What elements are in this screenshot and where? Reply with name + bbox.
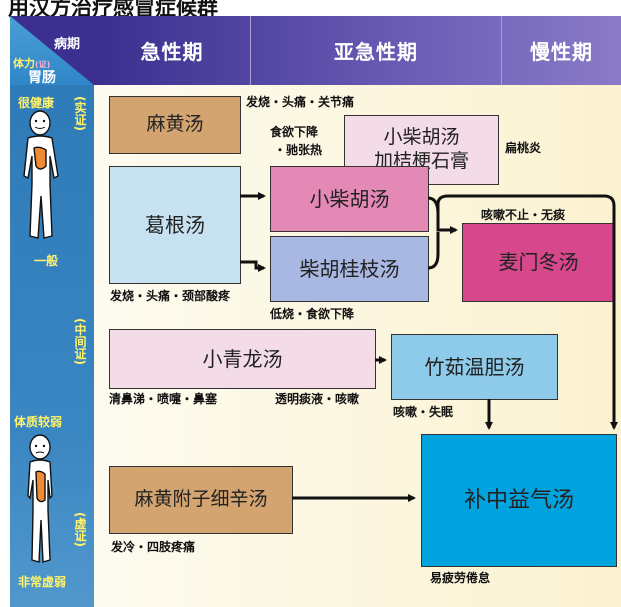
stage-subacute: 亚急性期 [334,40,418,64]
box-buzhong-yiqi-tang: 补中益气汤 [421,434,617,567]
label-weaker: 体质较弱 [14,415,63,429]
note-xiaoqinglong: 清鼻涕・喷嚏・鼻塞 [109,392,218,406]
stage-acute: 急性期 [140,40,204,64]
arrow-to-buzhong-right [436,194,618,430]
box-mahuang-fuzi-xixin-tang: 麻黄附子细辛汤 [109,466,293,534]
note-appetite-2: ・驰张热 [274,143,323,157]
label-middle: (中间证) [73,318,87,365]
label-very-healthy: 很健康 [18,96,55,110]
note-mahuang-fuzi: 发冷・四肢疼痛 [111,540,196,554]
weak-figure-icon [27,434,53,563]
box-mahuang-tang: 麻黄汤 [109,96,241,154]
note-tonsillitis: 扁桃炎 [505,141,542,155]
note-clear-phlegm: 透明痰液・咳嗽 [275,392,360,406]
page-title: 用汉方治疗感冒症候群 [8,0,218,20]
stomach-label: 胃肠 [28,70,56,86]
box-chaihu-guizhi-tang: 柴胡桂枝汤 [270,236,429,302]
label-very-weak: 非常虚弱 [18,575,67,589]
stage-label: 病期 [54,37,81,52]
note-fatigue: 易疲劳倦怠 [430,571,491,585]
label-excess: (实证) [73,96,87,131]
label-deficient: (虚证) [73,512,87,547]
note-cough-insomnia: 咳嗽・失眠 [393,405,454,419]
constitution-column [10,16,94,607]
note-appetite-1: 食欲下降 [270,125,319,139]
stage-divider [501,16,502,85]
box-zhuru-wendan-tang: 竹茹温胆汤 [391,334,558,400]
note-cough-no-phlegm: 咳嗽不止・无痰 [481,208,566,222]
note-gegen: 发烧・头痛・颈部酸疼 [110,289,231,303]
box-xiaoqinglong-tang: 小青龙汤 [109,329,376,389]
constitution-label: 体力(证) [13,57,51,70]
arrow-xiaochaihu-maimendong [427,196,458,234]
healthy-figure-icon [23,110,59,239]
stage-chronic: 慢性期 [530,40,593,64]
label-normal: 一般 [34,254,59,268]
arrow-chaihu-guizhi-join [427,232,440,270]
box-maimendong-tang: 麦门冬汤 [462,223,615,302]
note-low-fever: 低烧・食欲下降 [270,307,355,321]
stage-header [94,16,621,85]
box-xiaochaihu-jiejie-line1: 小柴胡汤 [383,126,460,149]
arrow-gegen-chaihu-guizhi [240,260,266,272]
stage-divider [250,16,251,85]
box-gegen-tang: 葛根汤 [109,166,241,284]
box-xiaochaihu-tang: 小柴胡汤 [270,166,429,232]
note-mahuang: 发烧・头痛・关节痛 [246,95,355,109]
